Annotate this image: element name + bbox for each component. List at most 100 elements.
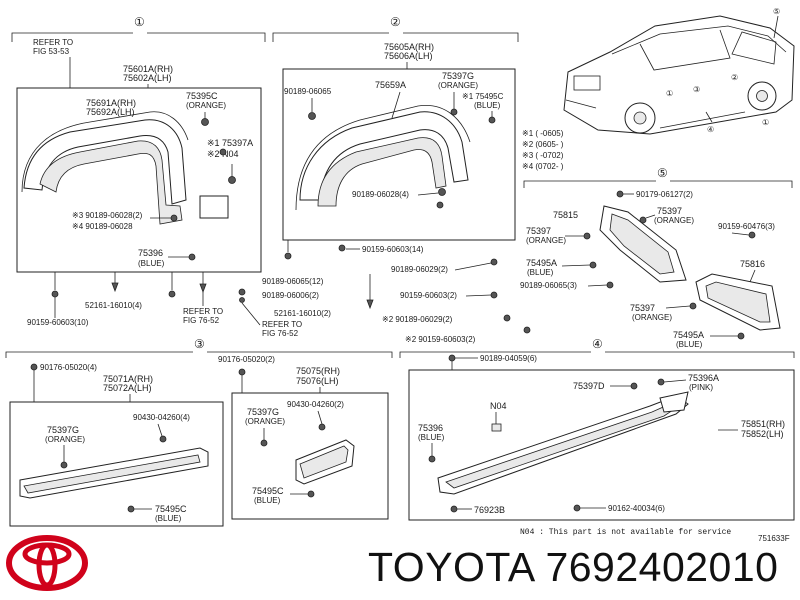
part-2-90159-60603-2: ※2 90159-60603(2) (405, 335, 476, 344)
part-75692a: 75692A(LH) (86, 107, 135, 117)
applicability-notes: ※1 ( -0605) ※2 (0605- ) ※3 ( -0702) ※4 (… (522, 129, 564, 171)
part-75072a: 75072A(LH) (103, 383, 152, 393)
part-90179-06127-2: 90179-06127(2) (636, 190, 693, 199)
brand-line: TOYOTA 7692402010 (368, 544, 778, 591)
part-52161-16010-2: 52161-16010(2) (274, 309, 331, 318)
part-90430-04260-2: 90430-04260(2) (287, 400, 344, 409)
part-75691a: 75691A(RH) (86, 98, 136, 108)
part-75397g-s3a-color: (ORANGE) (45, 435, 85, 444)
part-75495c-s3a: 75495C (155, 504, 187, 514)
vehicle-callout-3: ③ (693, 85, 700, 94)
part-75397-s5b: 75397 (526, 226, 551, 236)
toyota-logo (6, 535, 88, 591)
part-75397g-s3b: 75397G (247, 407, 279, 417)
part-75495a-s5a-color: (BLUE) (527, 268, 554, 277)
part-2-90189-06029-2: ※2 90189-06029(2) (382, 315, 453, 324)
part-4-90189-06028: ※4 90189-06028 (72, 222, 133, 231)
diagram-code: 751633F (758, 534, 790, 543)
part-75601a: 75601A(RH) (123, 64, 173, 74)
part-75076: 75076(LH) (296, 376, 339, 386)
part-76923b: 76923B (474, 505, 505, 515)
vehicle-callout-4: ④ (707, 125, 714, 134)
part-75396-s4: 75396 (418, 423, 443, 433)
part-75397-s5a: 75397 (657, 206, 682, 216)
section-2: ② 75605A(RH) 75606A(LH) 90189-06065 7565… (272, 15, 531, 344)
part-75075: 75075(RH) (296, 366, 340, 376)
footnote: N04 : This part is not available for ser… (520, 528, 731, 537)
part-75495a-s5b: 75495A (673, 330, 704, 340)
part-75071a: 75071A(RH) (103, 374, 153, 384)
part-75602a: 75602A(LH) (123, 73, 172, 83)
part-75397g-s3b-color: (ORANGE) (245, 417, 285, 426)
part-75495c-s3a-color: (BLUE) (155, 514, 182, 523)
section-4: ④ 90189-04059(6) 75397D 75396A (PINK) N0… (399, 337, 795, 521)
part-90189-06006-2: 90189-06006(2) (262, 291, 319, 300)
part-75395c-color: (ORANGE) (186, 101, 226, 110)
part-90162-40034-6: 90162-40034(6) (608, 504, 665, 513)
part-75851: 75851(RH) (741, 419, 785, 429)
part-90159-60603-14: 90159-60603(14) (362, 245, 424, 254)
part-90189-06029-2: 90189-06029(2) (391, 265, 448, 274)
part-75396-s1-color: (BLUE) (138, 259, 165, 268)
part-90189-06065-12: 90189-06065(12) (262, 277, 324, 286)
ref-fig-53-number: FIG 53-53 (33, 47, 70, 56)
part-90159-60603-2: 90159-60603(2) (400, 291, 457, 300)
part-75397g-s2: 75397G (442, 71, 474, 81)
part-75397-s5c-color: (ORANGE) (632, 313, 672, 322)
vehicle-callout-5: ⑤ (773, 7, 780, 16)
ref-fig-76-52-b-label: REFER TO (262, 320, 302, 329)
part-75397g-s2-color: (ORANGE) (438, 81, 478, 90)
section-3: ③ 90176-05020(4) 75071A(RH) 75072A(LH) 9… (5, 337, 393, 527)
part-n04-s4: N04 (490, 401, 507, 411)
part-90189-06065-3: 90189-06065(3) (520, 281, 577, 290)
section-3-number: ③ (194, 337, 205, 351)
section-1: ① REFER TO FIG 53-53 75601A(RH) 75602A(L… (11, 15, 324, 338)
note-3: ※3 ( -0702) (522, 151, 564, 160)
part-75606a: 75606A(LH) (384, 51, 433, 61)
vehicle-callout-1: ① (666, 89, 673, 98)
part-75396-s4-color: (BLUE) (418, 433, 445, 442)
part-1-75495c-s2: ※1 75495C (462, 92, 504, 101)
part-52161-16010-4: 52161-16010(4) (85, 301, 142, 310)
part-75495c-s3b-color: (BLUE) (254, 496, 281, 505)
note-4: ※4 (0702- ) (522, 162, 564, 171)
vehicle-callout-2: ② (731, 73, 738, 82)
part-75397g-s3a: 75397G (47, 425, 79, 435)
part-1-75495c-s2-color: (BLUE) (474, 101, 501, 110)
part-75397-s5c: 75397 (630, 303, 655, 313)
part-75397d: 75397D (573, 381, 605, 391)
part-90159-60603-10: 90159-60603(10) (27, 318, 89, 327)
ref-fig-76-52-a-number: FIG 76-52 (183, 316, 220, 325)
part-75659a: 75659A (375, 80, 406, 90)
part-75397-s5b-color: (ORANGE) (526, 236, 566, 245)
part-90189-04059-6: 90189-04059(6) (480, 354, 537, 363)
part-75495a-s5a: 75495A (526, 258, 557, 268)
part-175397a: ※1 75397A (207, 138, 253, 148)
part-3-90189-06028: ※3 90189-06028(2) (72, 211, 143, 220)
ref-fig-76-52-b-number: FIG 76-52 (262, 329, 299, 338)
note-2: ※2 (0605- ) (522, 140, 564, 149)
part-75396a-color: (PINK) (689, 383, 713, 392)
ref-fig-53-label: REFER TO (33, 38, 73, 47)
part-number: 7692402010 (545, 544, 779, 590)
part-75815: 75815 (553, 210, 578, 220)
part-75816: 75816 (740, 259, 765, 269)
part-75495c-s3b: 75495C (252, 486, 284, 496)
section-5-number: ⑤ (657, 166, 668, 180)
ref-fig-76-52-a-label: REFER TO (183, 307, 223, 316)
part-90189-06028-4: 90189-06028(4) (352, 190, 409, 199)
part-90189-06065-s2: 90189-06065 (284, 87, 332, 96)
section-5: ⑤ 90179-06127(2) 75815 75397 (ORANGE) 90… (520, 166, 793, 349)
note-1: ※1 ( -0605) (522, 129, 564, 138)
part-75852: 75852(LH) (741, 429, 784, 439)
part-90176-05020-2: 90176-05020(2) (218, 355, 275, 364)
part-75395c: 75395C (186, 91, 218, 101)
part-90159-60476-3: 90159-60476(3) (718, 222, 775, 231)
part-90176-05020-4: 90176-05020(4) (40, 363, 97, 372)
part-90430-04260-4: 90430-04260(4) (133, 413, 190, 422)
vehicle-callout-1b: ① (762, 118, 769, 127)
part-75605a: 75605A(RH) (384, 42, 434, 52)
section-1-number: ① (134, 15, 145, 29)
part-75396a: 75396A (688, 373, 719, 383)
